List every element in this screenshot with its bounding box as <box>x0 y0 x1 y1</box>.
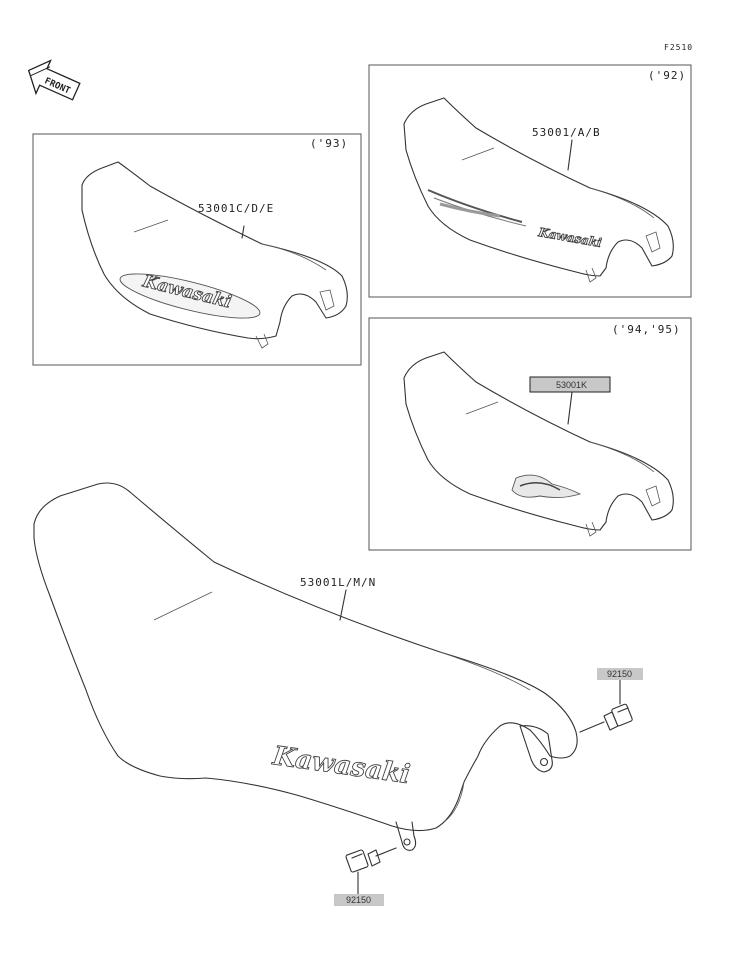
main-seat-illustration: Kawasaki <box>33 482 578 851</box>
bolt-right-part-number: 92150 <box>607 669 632 679</box>
panel-92: ('92) Kawasaki 53001/A/B <box>368 64 692 298</box>
bolt-right-icon <box>579 703 633 733</box>
panel-94-95: ('94,'95) 53001K <box>368 317 692 551</box>
seat-94-95-illustration <box>403 351 674 537</box>
panel-92-year: ('92) <box>648 69 686 82</box>
panel-92-part-number: 53001/A/B <box>532 126 601 139</box>
panel-94-95-part-tag <box>529 376 611 393</box>
panel-93-year: ('93) <box>310 137 348 150</box>
bolt-left-part-tag <box>334 894 384 906</box>
panel-94-95-year: ('94,'95) <box>612 323 681 336</box>
figure-code: F2510 <box>664 43 693 52</box>
seat-93-illustration: Kawasaki <box>81 161 348 349</box>
front-arrow-icon: FRONT <box>27 59 81 101</box>
panel-93-part-number: 53001C/D/E <box>198 202 274 215</box>
panel-93: ('93) Kawasaki 53001C/D/E <box>32 133 362 366</box>
main-seat-part-number: 53001L/M/N <box>300 576 376 589</box>
bolt-left-icon <box>345 847 397 873</box>
bolt-right-part-tag <box>597 668 643 680</box>
panel-94-95-part-number: 53001K <box>556 380 587 390</box>
bolt-left-part-number: 92150 <box>346 895 371 905</box>
seat-92-illustration: Kawasaki <box>403 97 674 283</box>
